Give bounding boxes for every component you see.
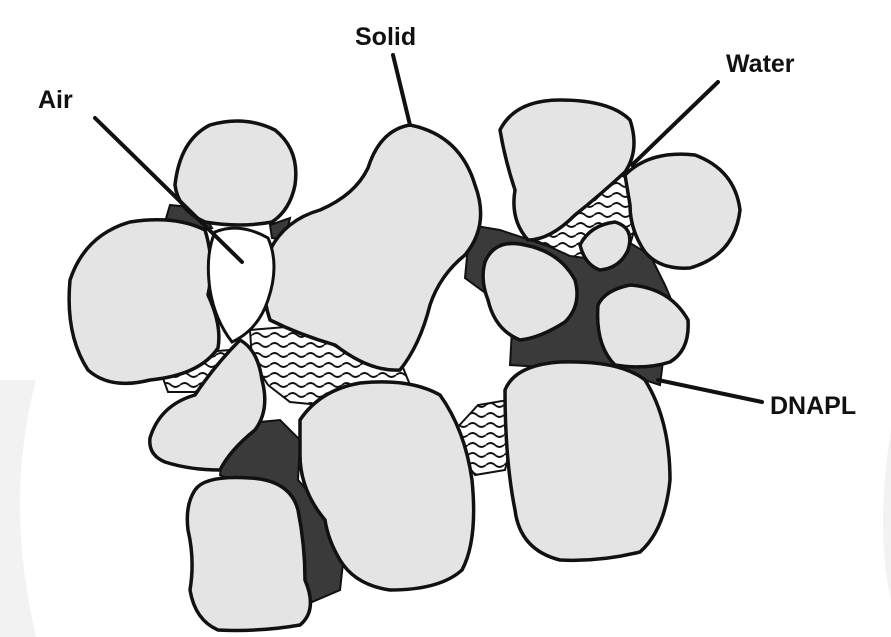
air-label: Air bbox=[38, 86, 73, 114]
solid-grain-8 bbox=[598, 285, 689, 367]
right-background-arc bbox=[883, 430, 891, 600]
dnapl-leader-line bbox=[658, 380, 762, 402]
water-label: Water bbox=[726, 50, 795, 78]
solid-grain-1 bbox=[175, 121, 296, 225]
water-leader-line bbox=[632, 82, 718, 165]
solid-grain-11 bbox=[505, 362, 670, 561]
solid-grain-2 bbox=[69, 220, 219, 384]
left-background-arc bbox=[0, 380, 36, 637]
solid-grain-12 bbox=[187, 478, 310, 631]
dnapl-label: DNAPL bbox=[770, 392, 856, 420]
solid-grains bbox=[69, 100, 740, 630]
solid-leader-line bbox=[393, 55, 410, 125]
solid-label: Solid bbox=[355, 23, 416, 51]
